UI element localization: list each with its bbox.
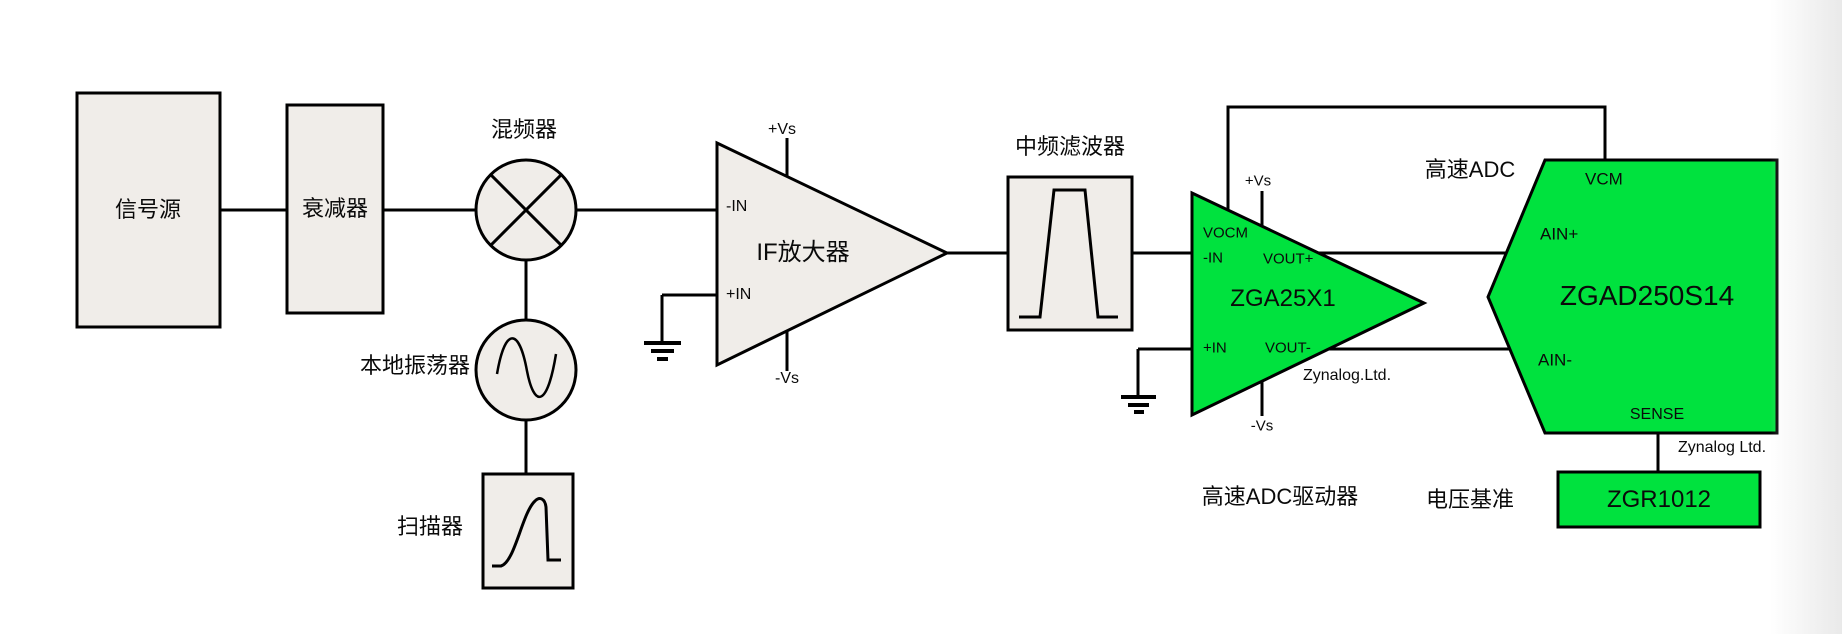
driver-category-label: 高速ADC驱动器 [1201,484,1359,509]
driver-vout-pos-label: VOUT+ [1263,250,1314,268]
ifamp-in-neg-label: -IN [726,198,748,215]
signal-source-label: 信号源 [114,197,182,222]
vref-box [1556,470,1762,529]
bandpass-icon [1019,188,1118,319]
driver-ground-icon [1121,349,1156,414]
sweeper-symbol [481,472,575,590]
local-oscillator-label: 本地振荡器 [359,353,471,378]
driver-in-pos-label: +IN [1203,339,1227,357]
driver-brand-label: Zynalog.Ltd. [1302,367,1392,384]
driver-pos-supply-label: +Vs [1244,172,1272,190]
if-filter-label: 中频滤波器 [1014,134,1126,159]
wire-vcm-feedback [1226,105,1607,211]
mixer-label: 混频器 [490,117,558,142]
vref-part-number: ZGR1012 [1606,486,1712,513]
driver-neg-supply-label: -Vs [1250,417,1274,435]
if-amplifier-label: IF放大器 [756,239,850,266]
attenuator-label: 衰减器 [301,196,369,221]
adc-ain-neg-label: AIN- [1538,350,1572,370]
mixer-symbol [474,158,578,262]
driver-vocm-label: VOCM [1203,224,1248,242]
driver-part-number: ZGA25X1 [1230,285,1336,312]
ifamp-in-pos-label: +IN [726,286,752,303]
signal-source-box [75,91,222,329]
sine-wave-icon [495,337,558,399]
local-oscillator-symbol [474,318,578,422]
ifamp-pos-supply-label: +Vs [767,121,797,138]
adc-pentagon [1486,158,1779,435]
driver-in-neg-label: -IN [1203,249,1223,267]
adc-part-number: ZGAD250S14 [1559,280,1735,311]
vref-category-label: 电压基准 [1425,487,1515,512]
driver-vout-neg-label: VOUT- [1265,339,1311,357]
ifamp-ground-icon [644,295,681,361]
adc-ain-pos-label: AIN+ [1540,224,1579,244]
if-amplifier-triangle [715,140,951,368]
adc-brand-label: Zynalog Ltd. [1677,439,1767,456]
ramp-wave-icon [492,497,561,568]
adc-vcm-label: VCM [1585,169,1623,189]
ifamp-neg-supply-label: -Vs [775,370,799,387]
attenuator-box [285,103,385,315]
adc-category-label: 高速ADC [1424,157,1516,182]
if-filter-symbol [1006,175,1134,332]
adc-driver-triangle [1190,190,1428,418]
adc-sense-label: SENSE [1629,406,1685,423]
sweeper-label: 扫描器 [396,514,464,539]
